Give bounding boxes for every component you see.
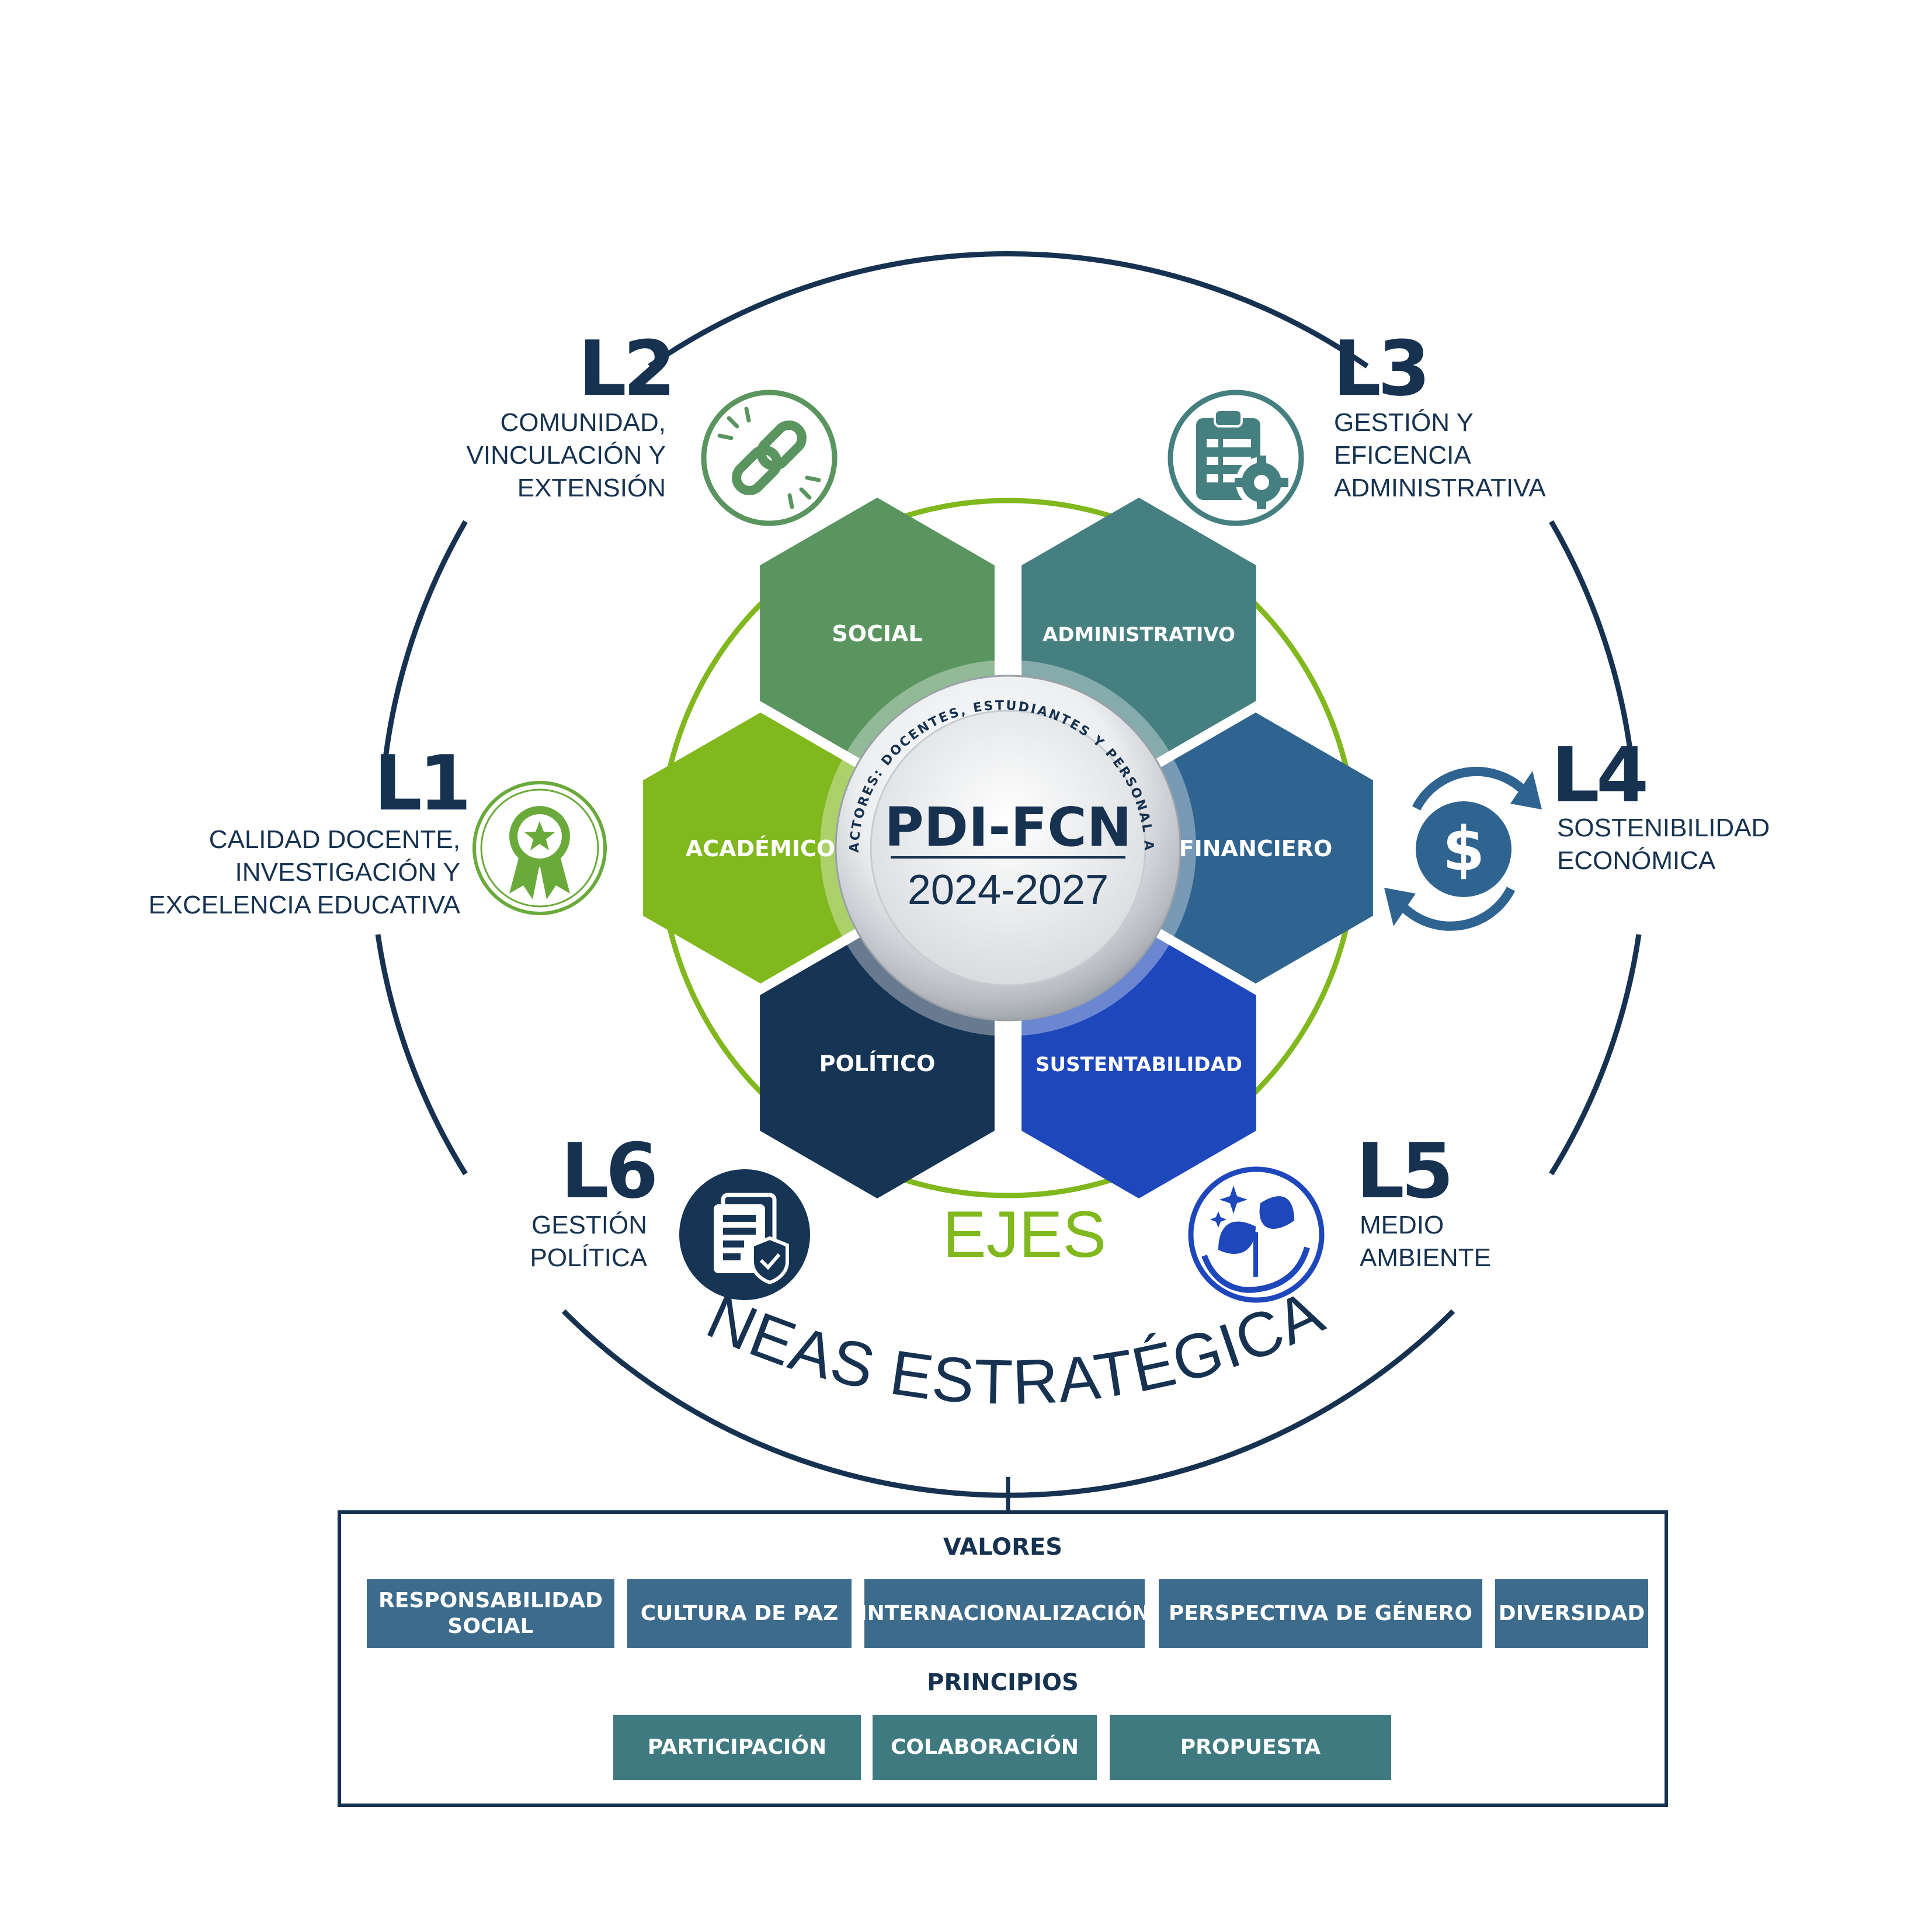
l1-code: L1: [374, 739, 471, 828]
l3-icon-group: [1167, 390, 1304, 526]
l4-icon-group: $: [1384, 766, 1542, 931]
l5-description: MEDIO AMBIENTE: [1360, 1211, 1491, 1272]
l4-description: SOSTENIBILIDAD ECONÓMICA: [1557, 814, 1770, 875]
principios-heading: PRINCIPIOS: [927, 1669, 1079, 1696]
eje-label-financiero: FINANCIERO: [1179, 836, 1333, 861]
l3-code: L3: [1333, 324, 1430, 413]
l6-description: GESTIÓN POLÍTICA: [530, 1211, 648, 1272]
clipboard-gear-icon: [1196, 409, 1288, 509]
center-years: 2024-2027: [908, 867, 1109, 913]
center-title: PDI-FCN: [884, 796, 1132, 859]
outer-ring-lower-left-arc: [375, 934, 468, 1176]
award-ribbon-icon: [509, 806, 570, 899]
svg-text:$: $: [1443, 814, 1485, 885]
l5-icon-group: [1188, 1166, 1325, 1303]
leaf-sparkle-icon: [1201, 1186, 1310, 1293]
l6-icon-group: [679, 1169, 810, 1300]
eje-label-politico: POLÍTICO: [819, 1051, 936, 1076]
principio-item: COLABORACIÓN: [873, 1715, 1097, 1780]
l2-icon-group: [701, 390, 838, 526]
dollar-cycle-icon: $: [1384, 766, 1542, 931]
eje-label-administrativo: ADMINISTRATIVO: [1043, 623, 1235, 647]
l4-code: L4: [1551, 731, 1649, 819]
valor-item: CULTURA DE PAZ: [627, 1579, 852, 1648]
valor-item: RESPONSABILIDAD SOCIAL: [367, 1579, 614, 1648]
ejes-label: EJES: [943, 1198, 1106, 1271]
outer-ring-lower-right-arc: [1549, 934, 1642, 1176]
document-shield-icon: [714, 1193, 789, 1285]
l6-code: L6: [561, 1127, 658, 1215]
eje-label-sustentabilidad: SUSTENTABILIDAD: [1036, 1053, 1242, 1076]
principio-item: PROPUESTA: [1110, 1715, 1391, 1780]
l2-description: COMUNIDAD, VINCULACIÓN Y EXTENSIÓN: [466, 408, 666, 502]
hexagon-academico: [643, 713, 878, 984]
outer-ring-top-arc: [648, 251, 1369, 369]
ejes-hexagons: SOCIAL ADMINISTRATIVO ACADÉMICO FINANCIERO P…: [643, 498, 1373, 1198]
l5-code: L5: [1356, 1127, 1454, 1215]
valores-heading: VALORES: [943, 1534, 1063, 1561]
chain-link-icon: [732, 421, 807, 495]
eje-label-academico: ACADÉMICO: [686, 836, 835, 861]
l1-icon-group: [472, 781, 607, 915]
valor-item: INTERNACIONALIZACIÓN: [859, 1579, 1150, 1648]
l1-description: CALIDAD DOCENTE, INVESTIGACIÓN Y EXCELEN…: [148, 825, 460, 919]
valor-item: DIVERSIDAD: [1495, 1579, 1648, 1648]
l2-code: L2: [578, 324, 676, 413]
principio-item: PARTICIPACIÓN: [613, 1715, 861, 1780]
l3-description: GESTIÓN Y EFICENCIA ADMINISTRATIVA: [1334, 408, 1546, 502]
outer-ring-upper-right-arc: [1549, 520, 1635, 769]
eje-label-social: SOCIAL: [832, 621, 922, 647]
outer-ring-upper-left-arc: [381, 520, 468, 769]
valor-item: PERSPECTIVA DE GÉNERO: [1159, 1579, 1482, 1648]
hexagon-financiero: [1138, 713, 1373, 984]
values-principles-box: VALORES RESPONSABILIDAD SOCIAL CULTURA D…: [338, 1510, 1668, 1807]
